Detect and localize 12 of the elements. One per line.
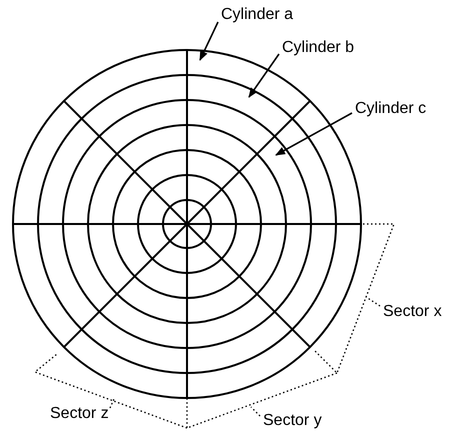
callout-label: Cylinder a [221, 5, 294, 25]
leader-line [366, 296, 380, 307]
callout-label: Sector x [383, 302, 442, 322]
leader-arrow [199, 22, 219, 61]
leader-line [109, 398, 115, 408]
leader-arrow [275, 112, 352, 156]
callout-label: Sector z [50, 404, 109, 424]
callout-label: Cylinder c [355, 99, 426, 119]
callout-label: Cylinder b [282, 38, 354, 58]
leader-arrow [248, 54, 280, 98]
callout-label: Sector y [263, 411, 322, 431]
leader-line [250, 406, 260, 416]
